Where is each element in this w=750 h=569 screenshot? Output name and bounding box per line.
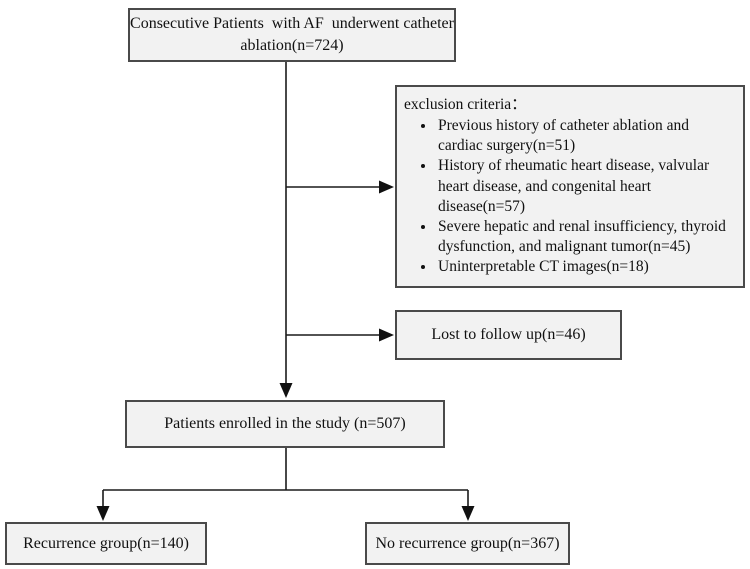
- box-lost-to-follow-up: Lost to follow up(n=46): [395, 310, 622, 360]
- box-no-recurrence-group: No recurrence group(n=367): [365, 522, 570, 565]
- arrowhead-to-recurrence: [96, 506, 110, 521]
- exclusion-criteria-list: Previous history of catheter ablation an…: [403, 116, 737, 277]
- exclusion-item: History of rheumatic heart disease, valv…: [436, 156, 737, 216]
- exclusion-item: Previous history of catheter ablation an…: [436, 116, 737, 156]
- arrowhead-to-exclusion: [379, 180, 394, 194]
- box-consecutive-patients-label: Consecutive Patients with AF underwent c…: [130, 15, 458, 54]
- exclusion-item: Severe hepatic and renal insufficiency, …: [436, 217, 737, 257]
- box-no-recurrence-group-label: No recurrence group(n=367): [375, 534, 560, 552]
- box-lost-to-follow-up-label: Lost to follow up(n=46): [431, 326, 586, 343]
- arrowhead-to-no-recurrence: [461, 506, 475, 521]
- box-patients-enrolled: Patients enrolled in the study (n=507): [125, 400, 445, 448]
- box-recurrence-group-label: Recurrence group(n=140): [23, 534, 189, 552]
- box-consecutive-patients: Consecutive Patients with AF underwent c…: [128, 8, 456, 62]
- box-exclusion-criteria: exclusion criteria： Previous history of …: [395, 85, 745, 288]
- exclusion-criteria-title: exclusion criteria：: [404, 96, 527, 113]
- arrowhead-to-enrolled: [279, 383, 293, 398]
- box-recurrence-group: Recurrence group(n=140): [5, 522, 207, 565]
- box-patients-enrolled-label: Patients enrolled in the study (n=507): [164, 415, 406, 432]
- arrowhead-to-lost: [379, 328, 394, 342]
- exclusion-item: Uninterpretable CT images(n=18): [436, 257, 737, 277]
